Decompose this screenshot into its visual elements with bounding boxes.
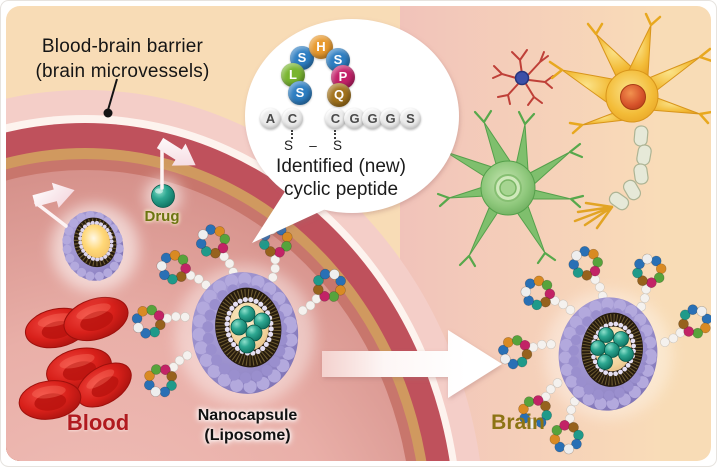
red-blood-cell — [18, 380, 82, 420]
drug-label: Drug — [144, 208, 180, 225]
barrier-label: Blood-brain barrier (brain microvessels) — [10, 34, 235, 84]
disulfide-bond: S – S — [284, 138, 342, 153]
barrier-pointer — [103, 78, 118, 118]
release-arrow-liposome — [32, 182, 75, 228]
red-blood-cell — [63, 296, 129, 342]
dendrite-tips — [548, 12, 711, 135]
neuron-yellow — [548, 12, 711, 230]
blood-label: Blood — [66, 410, 130, 435]
drug-sphere — [145, 137, 196, 214]
disulfide-connector — [334, 130, 336, 139]
axon-terminals — [573, 201, 614, 230]
nanocapsule-left — [127, 217, 353, 405]
bubble-caption: Identified (new) cyclic peptide — [276, 156, 406, 200]
neuron-nucleus — [620, 84, 646, 110]
axon-myelin — [608, 125, 652, 211]
red-blood-cells — [18, 296, 132, 420]
transport-arrow — [322, 330, 502, 398]
amino-acid-circle: G — [380, 108, 401, 129]
barrier-label-line1: Blood-brain barrier — [41, 36, 204, 57]
amino-acid-circle: C — [282, 108, 303, 129]
dendrite-tips — [432, 109, 585, 268]
red-blood-cell — [76, 362, 132, 408]
barrier-label-line2: (brain microvessels) — [35, 61, 210, 82]
nanocapsule-right — [495, 244, 711, 461]
amino-acid-circle: A — [260, 108, 281, 129]
encapsulated-drugs — [230, 305, 271, 354]
amino-acid-circle: G — [344, 108, 365, 129]
microglia-cell — [492, 49, 554, 106]
disulfide-connector — [291, 130, 293, 139]
encapsulated-drugs — [590, 327, 634, 370]
free-liposome — [32, 182, 139, 292]
amino-acid-circle: S — [288, 81, 312, 105]
neuron-green — [432, 109, 585, 268]
release-arrow-drug — [156, 137, 196, 190]
amino-acid-circle: C — [325, 108, 346, 129]
nanocapsule-label: Nanocapsule (Liposome) — [197, 407, 298, 444]
amino-acid-circle: G — [362, 108, 383, 129]
amino-acid-circle: S — [400, 108, 421, 129]
microglia-nucleus — [514, 70, 530, 86]
brain-label: Brain — [491, 411, 545, 434]
amino-acid-circle: Q — [327, 83, 351, 107]
